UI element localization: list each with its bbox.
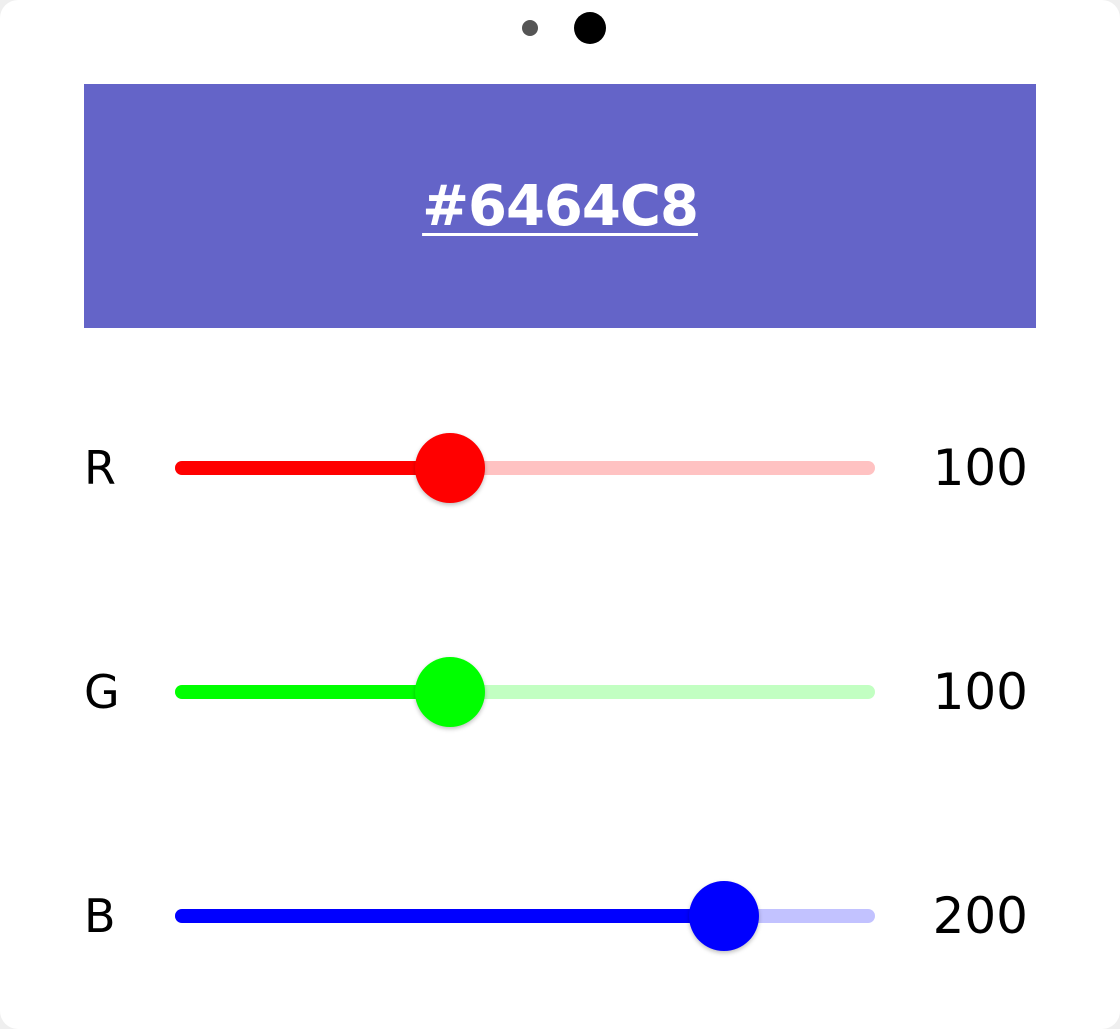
page-indicator — [0, 12, 1120, 46]
page-indicator-dot-1[interactable] — [522, 20, 538, 36]
green-value: 100 — [932, 663, 1028, 721]
blue-slider-thumb[interactable] — [689, 881, 760, 951]
blue-slider-row: B 200 — [84, 876, 1036, 956]
red-slider-track[interactable] — [175, 433, 875, 503]
red-channel-label: R — [84, 441, 116, 495]
red-slider-thumb[interactable] — [414, 433, 485, 503]
blue-value: 200 — [932, 887, 1028, 945]
page-indicator-dot-2-active[interactable] — [574, 12, 606, 44]
red-slider-fill — [175, 461, 450, 475]
green-slider-track[interactable] — [175, 657, 875, 727]
red-slider-row: R 100 — [84, 428, 1036, 508]
blue-channel-label: B — [84, 889, 116, 943]
hex-color-link[interactable]: #6464C8 — [422, 173, 699, 239]
green-slider-row: G 100 — [84, 652, 1036, 732]
blue-slider-fill — [175, 909, 725, 923]
blue-slider-track[interactable] — [175, 881, 875, 951]
color-preview-swatch: #6464C8 — [84, 84, 1036, 328]
green-slider-thumb[interactable] — [414, 657, 485, 727]
green-channel-label: G — [84, 665, 120, 719]
red-value: 100 — [932, 439, 1028, 497]
green-slider-fill — [175, 685, 450, 699]
